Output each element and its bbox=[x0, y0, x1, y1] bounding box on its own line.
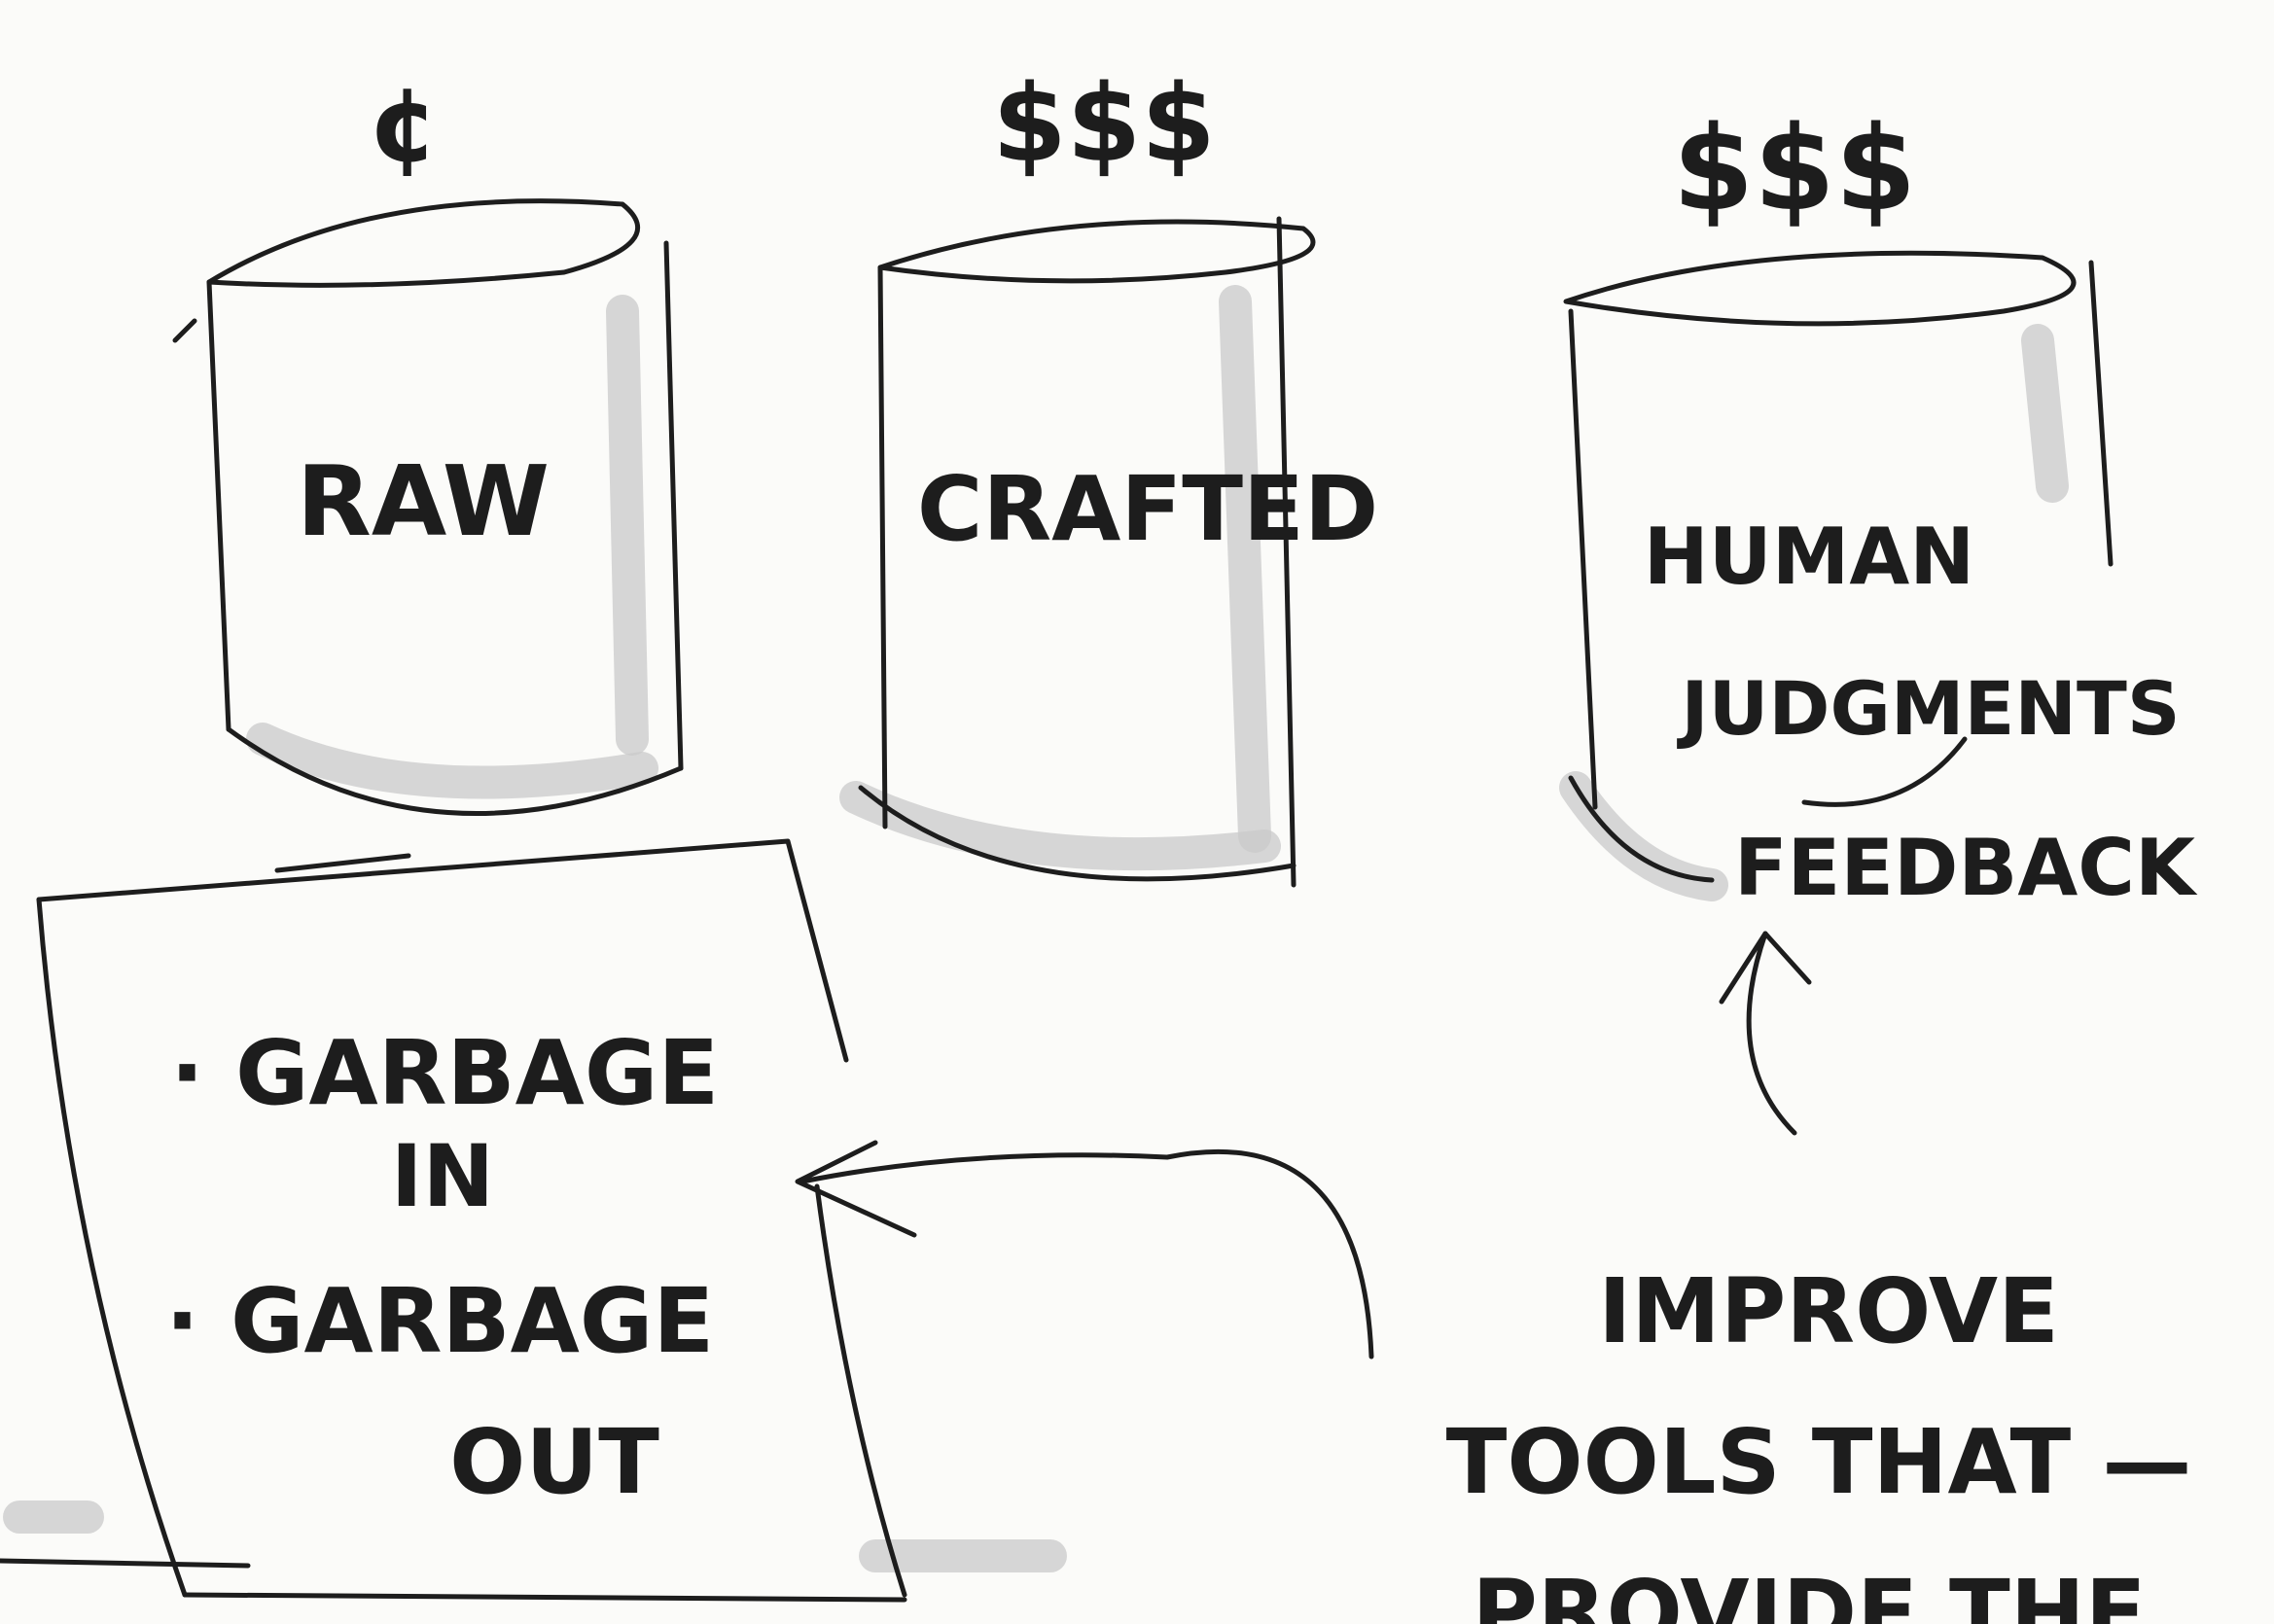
arrow-to-note bbox=[795, 1140, 1374, 1359]
note-line-4: OUT bbox=[449, 1410, 659, 1514]
bin-human-judgments: $$$ HUMAN JUDGMENTS FEEDBACK bbox=[1559, 102, 2198, 913]
garbage-note-card: · GARBAGE IN · GARBAGE OUT bbox=[0, 838, 1067, 1603]
note-line-2: IN bbox=[391, 1126, 494, 1226]
improve-line-3: PROVIDE THE bbox=[1472, 1561, 2146, 1624]
bin-human-label-line-1: HUMAN bbox=[1644, 512, 1974, 602]
bin-raw-price: ¢ bbox=[368, 66, 439, 185]
bin-crafted-price: $$$ bbox=[992, 61, 1216, 186]
note-line-1: · GARBAGE bbox=[170, 1021, 719, 1125]
bin-crafted-label: CRAFTED bbox=[917, 457, 1378, 561]
bin-human-label-line-2: JUDGMENTS bbox=[1676, 665, 2180, 752]
improve-line-1: IMPROVE bbox=[1598, 1259, 2059, 1363]
bin-human-label-line-3: FEEDBACK bbox=[1734, 823, 2198, 913]
note-line-3: · GARBAGE bbox=[165, 1269, 714, 1373]
bin-human-price: $$$ bbox=[1673, 102, 1917, 237]
arrow-to-feedback bbox=[1719, 931, 1812, 1136]
bin-raw-label: RAW bbox=[297, 444, 550, 558]
improve-tools-text: IMPROVE TOOLS THAT — PROVIDE THE bbox=[1446, 1259, 2192, 1624]
bin-crafted: $$$ CRAFTED bbox=[839, 61, 1378, 888]
improve-line-2: TOOLS THAT — bbox=[1446, 1410, 2192, 1514]
bin-raw: ¢ RAW bbox=[172, 66, 684, 817]
